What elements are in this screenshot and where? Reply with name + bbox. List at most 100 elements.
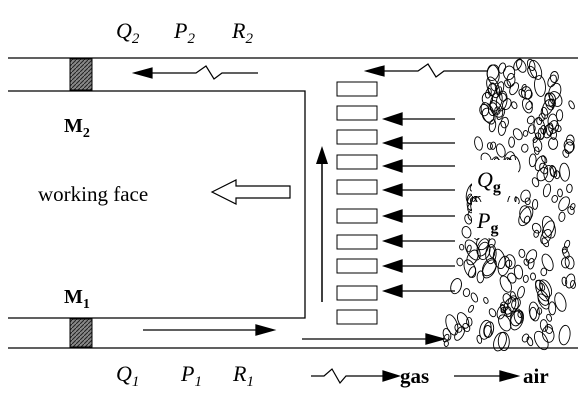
rubble-particle (522, 130, 529, 137)
rubble-particle (467, 304, 475, 313)
rubble-particle (503, 297, 517, 315)
intake-flow-arrow (143, 324, 277, 336)
rubble-particle (513, 264, 524, 280)
rubble-particle (479, 103, 490, 117)
rubble-particle (555, 109, 564, 122)
rubble-particle (526, 115, 535, 125)
svg-text:Pg: Pg (476, 208, 498, 237)
rubble-particle (532, 136, 538, 143)
rubble-particle (570, 280, 576, 289)
regulator-m1 (69, 318, 93, 348)
rubble-particle (504, 79, 512, 89)
rubble-particle (563, 138, 575, 153)
rubble-particle (485, 244, 497, 265)
rubble-particle (561, 257, 570, 269)
rubble-particle (505, 259, 513, 268)
rubble-particle (442, 328, 452, 341)
rubble-particle (542, 124, 554, 139)
rubble-particle (549, 91, 563, 107)
rubble-particle (498, 314, 512, 332)
legend-air-label: air (523, 364, 549, 388)
rubble-particle (512, 128, 523, 141)
rubble-particle (463, 259, 477, 278)
rubble-particle (507, 295, 519, 313)
rubble-particle (513, 58, 523, 71)
rubble-particle (456, 257, 464, 267)
legend-gas-symbol (311, 368, 402, 385)
rubble-particle (518, 88, 526, 98)
rubble-particle (559, 162, 570, 182)
rubble-particle (539, 282, 546, 291)
rubble-particle (528, 301, 540, 322)
rubble-particle (470, 292, 479, 303)
rubble-particle (462, 288, 471, 298)
rubble-particle (523, 258, 530, 266)
label-p2: P (173, 18, 187, 43)
label-r1: R (232, 361, 247, 386)
rubble-particle (445, 314, 459, 336)
svg-text:Q1: Q1 (116, 361, 139, 390)
rubble-particle (459, 243, 465, 251)
rubble-particle (541, 253, 554, 272)
rubble-particle (450, 278, 462, 295)
rubble-particle (461, 226, 472, 239)
rubble-particle (476, 238, 490, 257)
rubble-particle (521, 333, 530, 343)
svg-text:Q2: Q2 (116, 18, 140, 47)
rubble-particle (503, 65, 516, 81)
face-upflow-arrow (316, 146, 328, 302)
rubble-particle (490, 141, 497, 150)
rubble-particle (466, 244, 472, 253)
rubble-particle (488, 119, 497, 133)
rubble-particle (538, 112, 546, 122)
rubble-particle (558, 324, 571, 346)
rubble-particle (536, 167, 549, 182)
rubble-particle (516, 59, 527, 73)
rubble-particle (539, 162, 549, 175)
label-m1: M1 (64, 286, 90, 312)
rubble-particle (511, 101, 518, 110)
rubble-particle (551, 194, 559, 203)
rubble-particle (486, 64, 500, 85)
rubble-particle (486, 76, 501, 99)
rubble-particle (518, 248, 526, 258)
rubble-particle (558, 211, 566, 222)
rubble-particle (548, 137, 559, 150)
hollow-arrow (210, 179, 291, 205)
rubble-particle (564, 239, 571, 249)
rubble-particle (541, 237, 550, 248)
rubble-particle (558, 196, 570, 212)
rubble-particle (526, 58, 536, 71)
rubble-particle (483, 296, 489, 304)
label-p1: P (180, 361, 194, 386)
rubble-particle (479, 319, 492, 340)
rubble-particle (541, 326, 555, 343)
label-pg: P (476, 208, 490, 233)
rubble-particle (510, 310, 522, 327)
rubble-particle (548, 98, 556, 108)
rubble-particle (565, 273, 576, 289)
rubble-particle (497, 120, 507, 136)
rubble-particle (496, 107, 506, 120)
rubble-particle (547, 113, 558, 130)
rubble-particle (520, 189, 531, 203)
rubble-particle (521, 98, 533, 114)
goaf-inflow-arrows (381, 112, 455, 298)
rubble-particle (540, 229, 552, 245)
rubble-particle (529, 59, 543, 80)
regulator-m2 (69, 58, 93, 91)
rubble-particle (492, 248, 506, 270)
label-m2: M2 (64, 115, 90, 141)
rubble-particle (462, 322, 471, 333)
rubble-particle (499, 92, 507, 102)
rubble-particle (567, 206, 575, 215)
rubble-particle (548, 82, 562, 101)
rubble-particle (508, 136, 515, 148)
rubble-particle (474, 136, 483, 151)
rubble-particle (517, 285, 525, 299)
rubble-particle (499, 301, 509, 311)
rubble-particle (486, 142, 493, 150)
return-flow-arrow (131, 65, 258, 80)
label-r2: R (231, 18, 246, 43)
